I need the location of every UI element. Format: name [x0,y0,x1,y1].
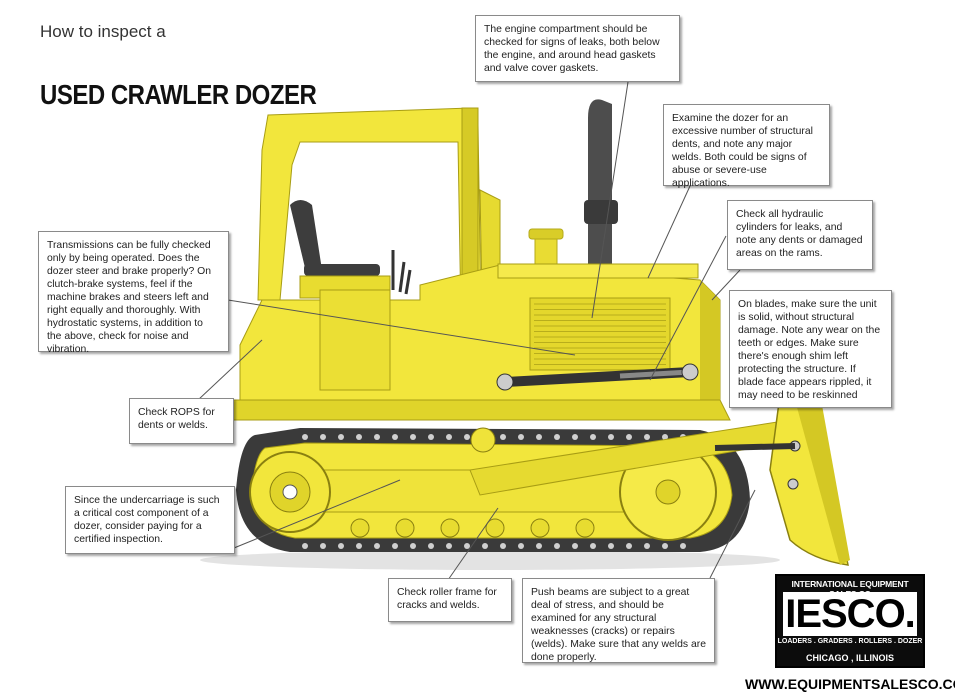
logo-tagline: LOADERS . GRADERS . ROLLERS . DOZER [777,638,923,645]
drive-sprocket [249,451,331,533]
track-link-bolt [374,434,380,440]
track-link-bolt [644,543,650,549]
callout-blades: On blades, make sure the unit is solid, … [729,290,892,408]
track-link-bolt [554,434,560,440]
track-roller [440,518,460,538]
track-link-bolt [302,543,308,549]
track-link-bolt [428,434,434,440]
callout-hydraulic: Check all hydraulic cylinders for leaks,… [727,200,873,270]
leader-lines [197,81,756,581]
track-link-bolt [410,434,416,440]
track-link-bolt [356,434,362,440]
track-links [302,434,686,549]
track-link-bolt [536,434,542,440]
track-link-bolt [662,543,668,549]
track-link-bolt [500,434,506,440]
track-link-bolt [392,543,398,549]
track-link-bolt [446,434,452,440]
logo-name: IESCO. [783,592,917,636]
track-link-bolt [482,543,488,549]
track-link-bolt [518,543,524,549]
track-link-bolt [590,434,596,440]
track-link-bolt [446,543,452,549]
callout-transmission: Transmissions can be fully checked only … [38,231,229,355]
callout-roller-frame: Check roller frame for cracks and welds. [388,578,512,622]
callout-undercarriage: Since the undercarriage is such a critic… [65,486,235,554]
track-link-bolt [464,434,470,440]
track-link-bolt [572,543,578,549]
track-link-bolt [536,543,542,549]
page-title: USED CRAWLER DOZER [40,80,317,112]
track-roller [350,518,370,538]
logo-city: CHICAGO , ILLINOIS [805,653,894,663]
callout-push-beams: Push beams are subject to a great deal o… [522,578,715,663]
track-roller [485,518,505,538]
track-link-bolt [320,543,326,549]
track-link-bolt [338,543,344,549]
track-link-bolt [626,543,632,549]
fender-deck [231,399,731,421]
track-link-bolt [518,434,524,440]
track-link-bolt [662,434,668,440]
bottom-rollers [350,518,595,538]
track-roller [575,518,595,538]
track-link-bolt [626,434,632,440]
track-link-bolt [500,543,506,549]
pre-title: How to inspect a [40,22,166,41]
track-link-bolt [428,543,434,549]
track-link-bolt [554,543,560,549]
callout-engine: The engine compartment should be checked… [475,15,680,82]
track-link-bolt [464,543,470,549]
track-link-bolt [392,434,398,440]
track-link-bolt [320,434,326,440]
track-link-bolt [608,543,614,549]
ground-shadow [200,550,780,570]
track-link-bolt [680,543,686,549]
hydraulic-cylinder [496,363,699,391]
track-link-bolt [374,543,380,549]
iesco-logo: INTERNATIONAL EQUIPMENT SALES CO IESCO. … [775,574,925,668]
callout-rops: Check ROPS for dents or welds. [129,398,234,444]
control-levers [391,250,412,295]
track-link-bolt [302,434,308,440]
track-link-bolt [608,434,614,440]
track-roller [395,518,415,538]
track-link-bolt [590,543,596,549]
track-roller [530,518,550,538]
track-link-bolt [410,543,416,549]
track-link-bolt [572,434,578,440]
website-url[interactable]: WWW.EQUIPMENTSALESCO.COM [745,676,955,692]
air-intake [528,228,564,273]
carrier-roller [470,427,496,453]
track-link-bolt [644,434,650,440]
grille-louvers [534,303,666,365]
track-link-bolt [338,434,344,440]
callout-dents: Examine the dozer for an excessive numbe… [663,104,830,189]
front-idler [619,443,717,541]
track-link-bolt [356,543,362,549]
